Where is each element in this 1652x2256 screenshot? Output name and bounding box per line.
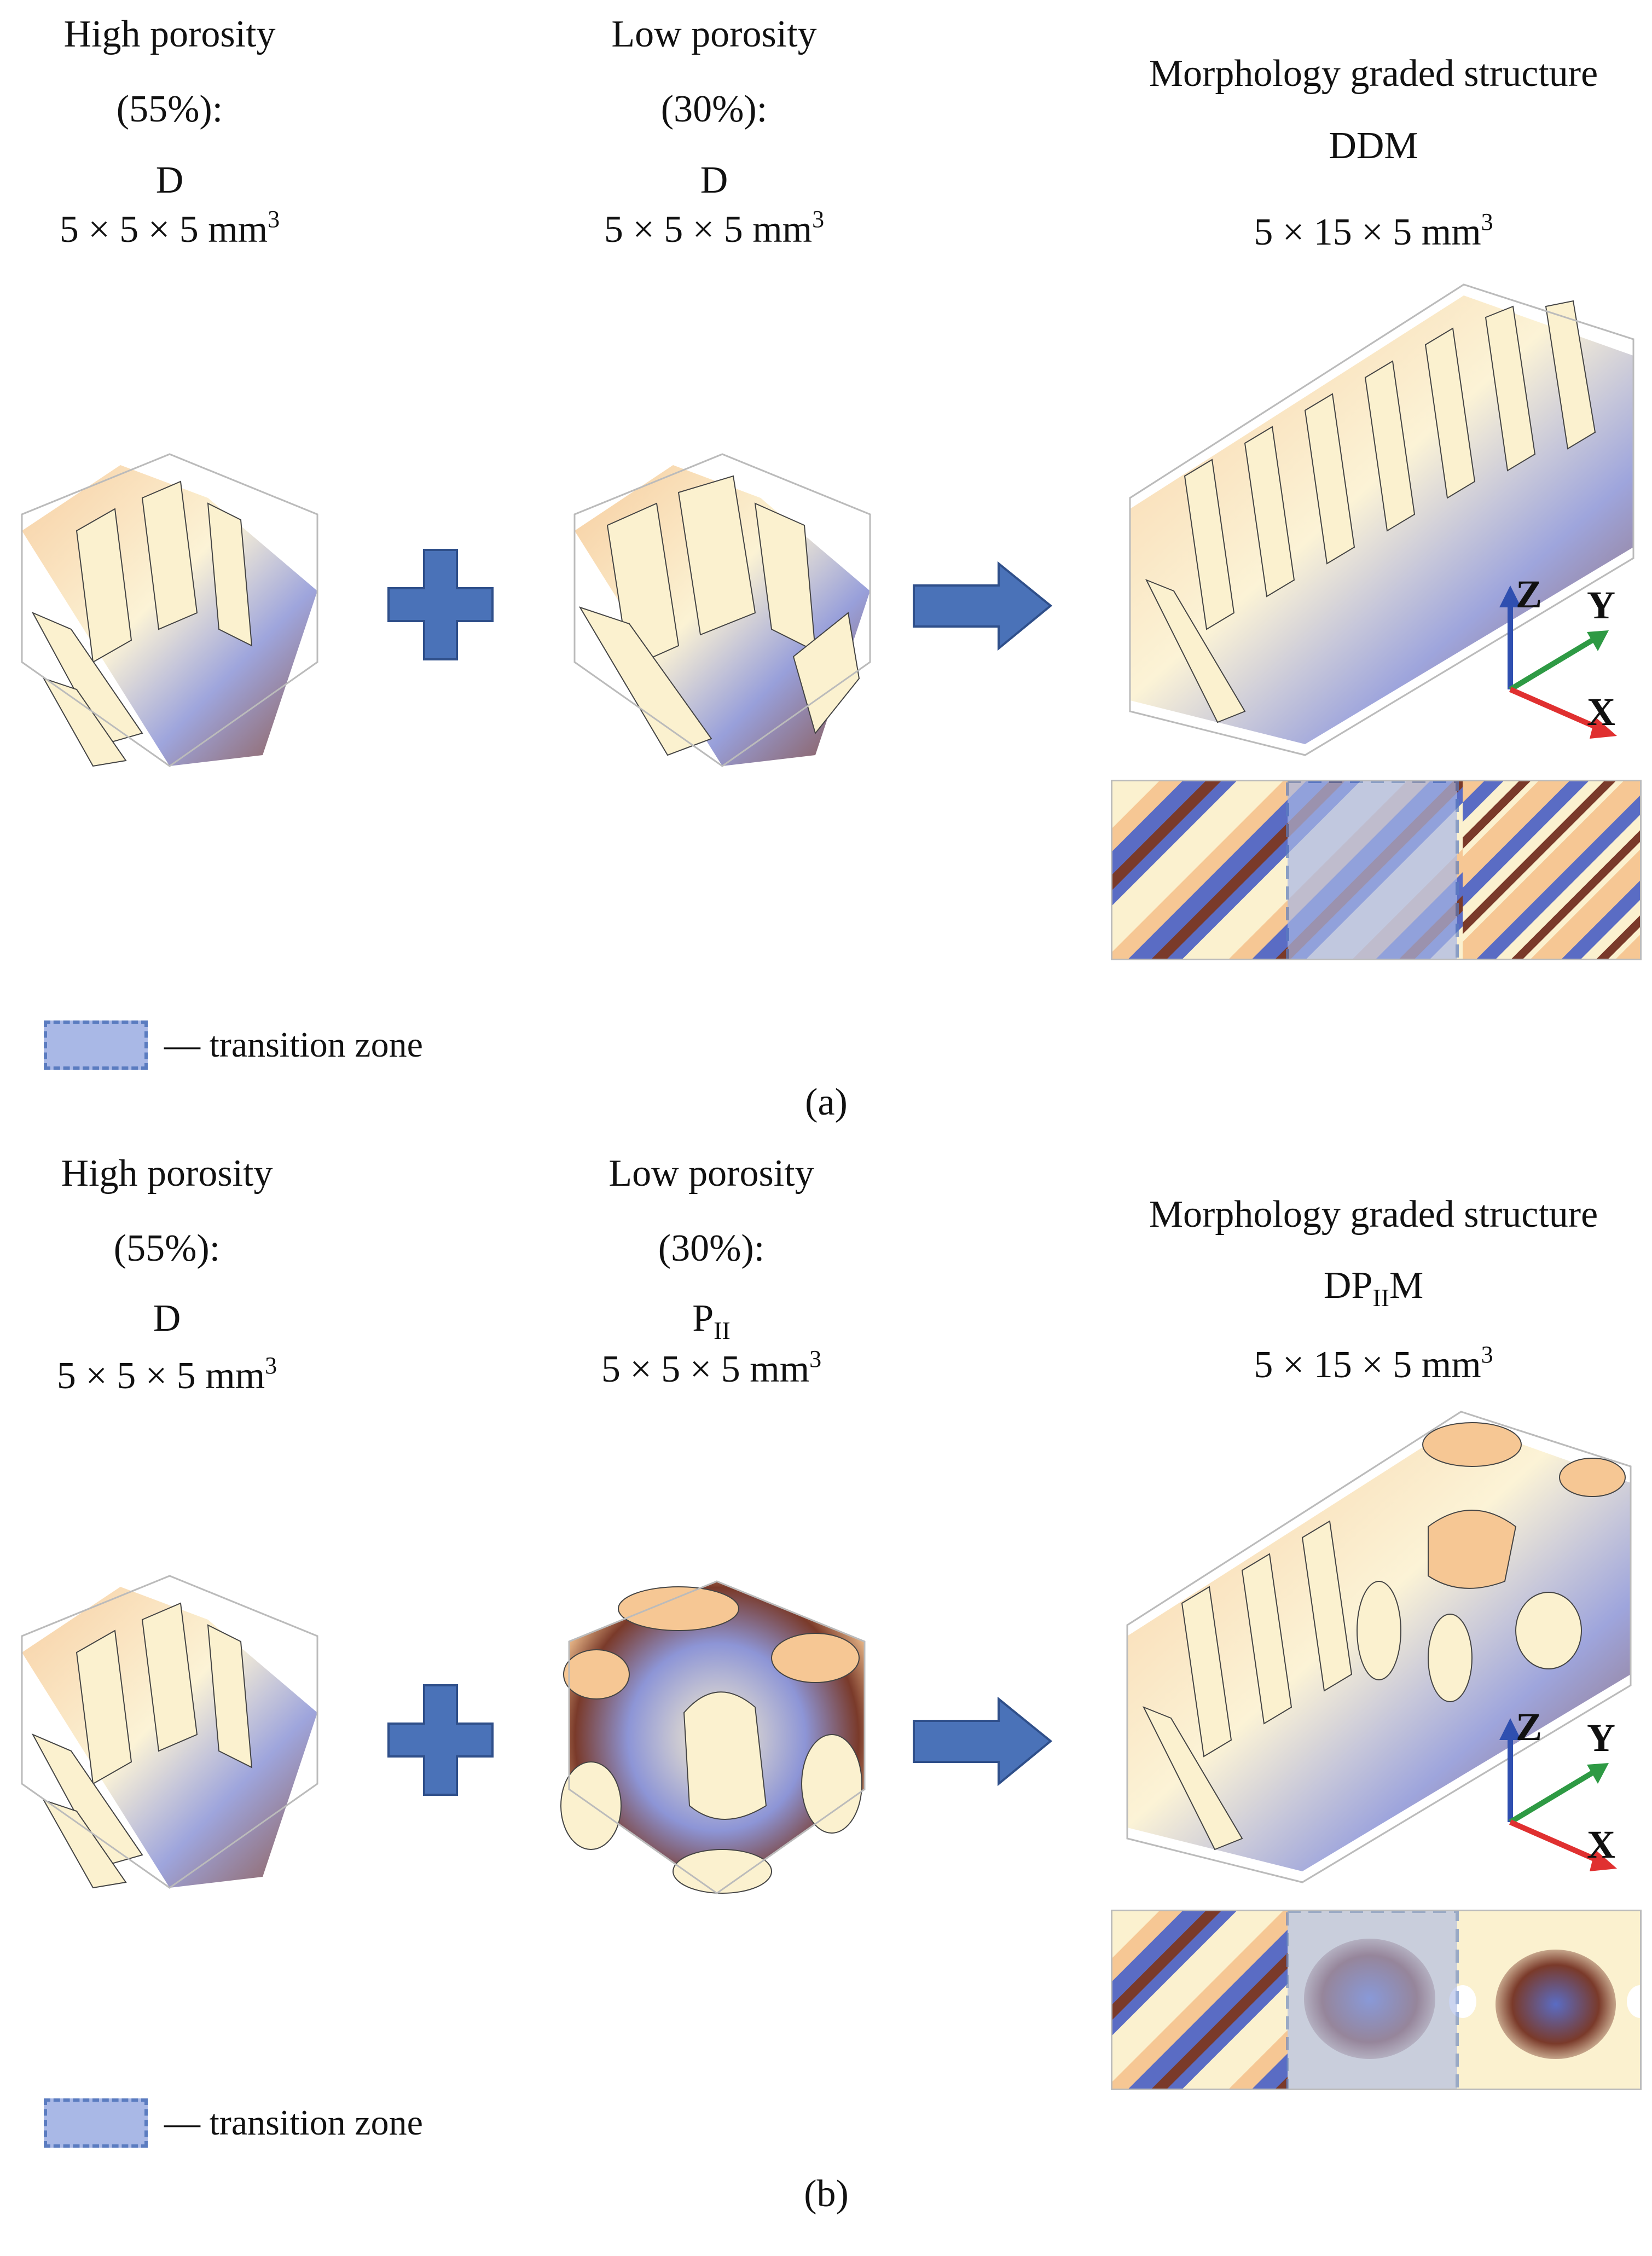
plus-icon [387,549,494,660]
middle-porosity-value: (30%): [658,1227,765,1269]
right-arrow-icon [913,561,1053,651]
transition-zone-legend-swatch [44,1020,148,1070]
high-porosity-d-cube [21,1575,318,1889]
axis-x-label: X [1587,690,1615,734]
dpiim-cross-section [1111,1910,1642,2090]
left-porosity-label: High porosity [61,1152,273,1194]
axis-y-label: Y [1587,583,1615,627]
left-size-label: 5 × 5 × 5 mm3 [59,206,280,251]
middle-structure-name: PII [692,1297,731,1344]
middle-structure-name: D [700,159,728,201]
right-arrow-icon [913,1696,1053,1787]
middle-porosity-label: Low porosity [611,13,817,55]
graded-size-label: 5 × 15 × 5 mm3 [1254,1341,1493,1386]
left-porosity-value: (55%): [113,1227,221,1269]
ddm-graded-block [1129,283,1634,756]
xyz-axes-icon [1499,1718,1617,1871]
ddm-cross-section [1111,780,1642,960]
xyz-axes-icon [1499,585,1617,739]
graded-structure-title: Morphology graded structure [1149,53,1598,95]
left-porosity-label: High porosity [63,13,276,55]
middle-porosity-label: Low porosity [608,1152,814,1194]
left-size-label: 5 × 5 × 5 mm3 [56,1352,277,1397]
transition-zone-legend-text: — transition zone [164,2103,423,2143]
transition-zone-legend-text: — transition zone [164,1025,423,1065]
graded-size-label: 5 × 15 × 5 mm3 [1254,208,1493,253]
panel-a: High porosity (55%): D 5 × 5 × 5 mm3 Low… [0,0,1652,1123]
dpiim-graded-block [1126,1411,1632,1883]
axis-z-label: Z [1516,572,1543,616]
middle-size-label: 5 × 5 × 5 mm3 [601,1346,822,1390]
left-structure-name: D [155,159,184,201]
graded-structure-name: DDM [1329,125,1418,167]
transition-zone-legend-swatch [44,2098,148,2148]
graded-structure-title: Morphology graded structure [1149,1193,1598,1236]
left-structure-name: D [153,1297,181,1339]
left-porosity-value: (55%): [116,88,223,130]
low-porosity-pii-cube [560,1580,866,1894]
panel-caption: (b) [804,2173,849,2215]
graded-structure-name: DPIIM [1323,1265,1424,1312]
axis-y-label: Y [1587,1716,1615,1760]
high-porosity-d-cube [21,453,318,767]
panel-b: High porosity (55%): D 5 × 5 × 5 mm3 Low… [0,1144,1652,2256]
axis-x-label: X [1587,1823,1615,1866]
panel-caption: (a) [805,1081,848,1123]
middle-size-label: 5 × 5 × 5 mm3 [604,206,825,251]
middle-porosity-value: (30%): [660,88,768,130]
plus-icon [387,1684,494,1796]
axis-z-label: Z [1516,1705,1543,1749]
low-porosity-d-cube [573,453,871,767]
